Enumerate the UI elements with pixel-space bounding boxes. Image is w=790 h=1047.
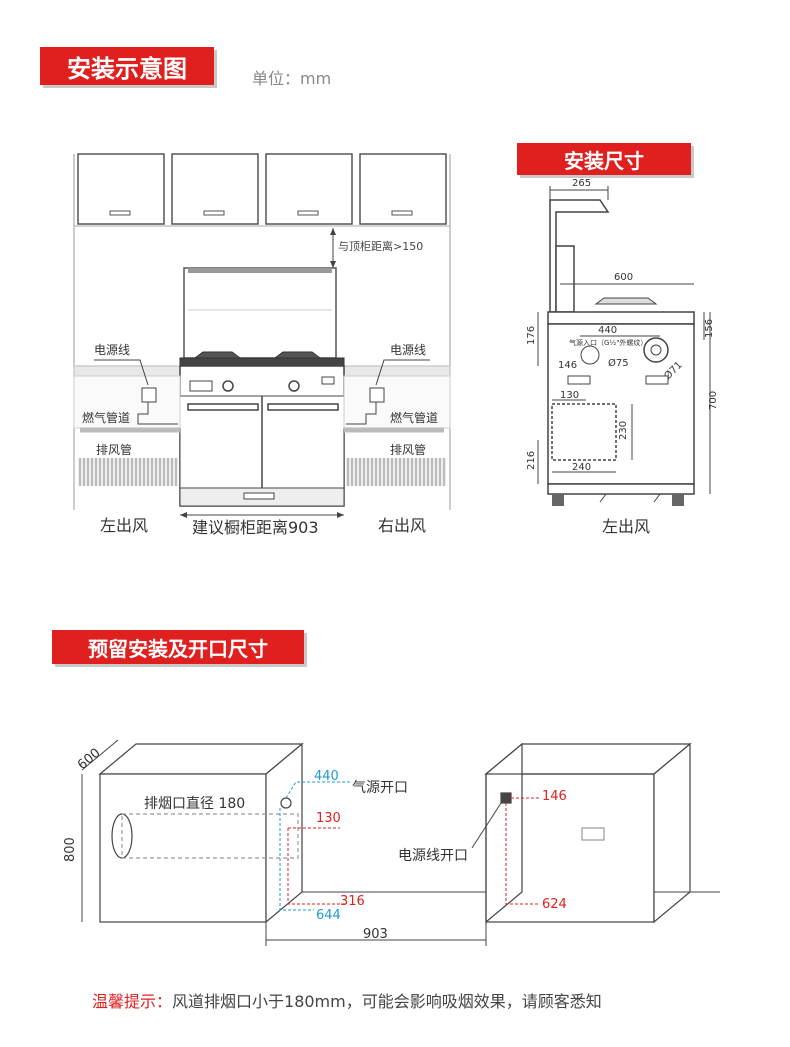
warm-tip: 温馨提示：风道排烟口小于180mm，可能会影响吸烟效果，请顾客悉知 — [92, 988, 602, 1012]
tip-label: 温馨提示： — [92, 992, 173, 1011]
gas-inlet-label: 气源入口（G½"外螺纹） — [569, 338, 647, 347]
gas-opening-label: 气源开口 — [352, 780, 408, 796]
dim-700: 700 — [708, 391, 719, 410]
exhaust-duct-right-label: 排风管 — [390, 442, 426, 457]
section-title-install-diagram: 安装示意图 — [40, 47, 214, 85]
gas-pipe-right-label: 燃气管道 — [390, 410, 438, 425]
dim-146: 146 — [558, 360, 577, 371]
power-line-left-label: 电源线 — [94, 343, 130, 357]
side-dimension-diagram: 265 600 176 216 440 156 气源入口（G½"外螺纹） Ø75… — [526, 178, 719, 536]
dim-440: 440 — [598, 325, 617, 336]
upper-cabinets — [77, 153, 447, 225]
stove-top — [179, 351, 345, 367]
stove-body — [179, 365, 345, 507]
power-opening-label: 电源线开口 — [398, 848, 468, 864]
reserve-opening-diagram: 600 800 排烟口直径 180 440 气源开口 130 316 644 9… — [63, 739, 720, 946]
dim-600: 600 — [614, 272, 633, 283]
reserve-dim-800: 800 — [63, 837, 78, 862]
tip-text: 风道排烟口小于180mm，可能会影响吸烟效果，请顾客悉知 — [172, 992, 602, 1011]
section-title-install-size: 安装尺寸 — [517, 143, 691, 175]
dim-230: 230 — [618, 421, 629, 440]
right-exhaust-duct — [346, 458, 446, 486]
dim-phi75: Ø75 — [608, 357, 629, 369]
unit-label: 单位：mm — [252, 69, 332, 88]
dim-265: 265 — [572, 178, 591, 189]
section-title-reserve-opening: 预留安装及开口尺寸 — [52, 630, 304, 664]
dim-240: 240 — [572, 462, 591, 473]
reserve-dim-316: 316 — [340, 894, 365, 909]
exhaust-duct-left-label: 排风管 — [96, 442, 132, 457]
exhaust-diameter-label: 排烟口直径 180 — [144, 795, 245, 812]
dim-176: 176 — [526, 326, 537, 345]
side-left-outlet-label: 左出风 — [602, 517, 650, 536]
clearance-label: 与顶柜距离>150 — [338, 239, 423, 253]
front-install-diagram: 与顶柜距离>150 — [73, 153, 451, 537]
reserve-dim-600: 600 — [75, 746, 104, 773]
right-cabinet — [484, 742, 692, 924]
gas-pipe-left-label: 燃气管道 — [82, 410, 130, 425]
reserve-dim-440: 440 — [314, 769, 339, 784]
left-exhaust-duct — [78, 458, 178, 486]
reserve-dim-146: 146 — [542, 789, 567, 804]
left-cabinet — [98, 742, 304, 924]
reserve-dim-903: 903 — [363, 927, 388, 942]
reserve-dim-624: 624 — [542, 897, 567, 912]
range-hood — [183, 267, 337, 359]
dim-216: 216 — [526, 451, 537, 470]
reserve-dim-644: 644 — [316, 908, 341, 923]
cabinet-distance-label: 建议橱柜距离903 — [192, 518, 319, 537]
right-outlet-label: 右出风 — [378, 516, 426, 535]
reserve-dim-130: 130 — [316, 811, 341, 826]
dim-130: 130 — [560, 390, 579, 401]
power-line-right-label: 电源线 — [390, 343, 426, 357]
left-outlet-label: 左出风 — [100, 516, 148, 535]
